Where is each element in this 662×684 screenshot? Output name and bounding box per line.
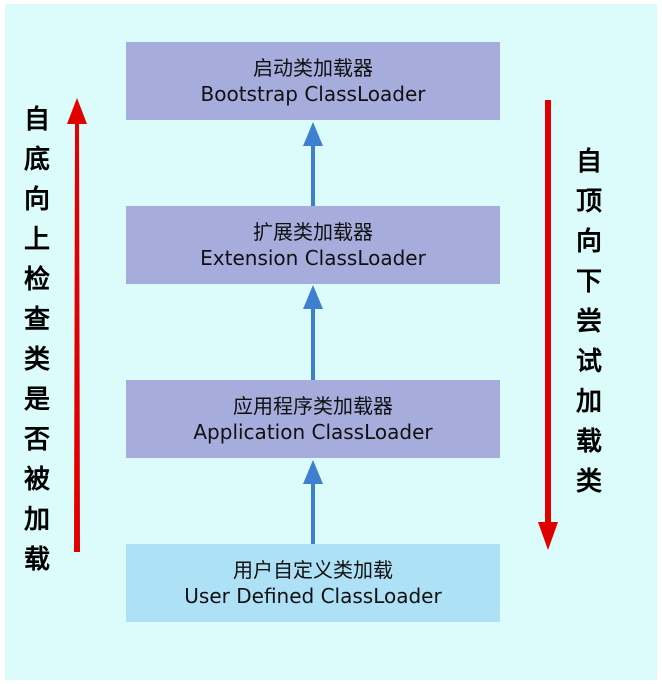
- user-defined-loader-en: User Defined ClassLoader: [184, 584, 442, 608]
- extension-loader-en: Extension ClassLoader: [200, 246, 426, 270]
- top-down-char: 尝: [576, 307, 603, 337]
- top-down-char: 载: [576, 427, 603, 457]
- top-down-char: 下: [576, 267, 603, 297]
- bottom-up-char: 类: [24, 345, 51, 375]
- user-defined-loader-cn: 用户自定义类加载: [233, 558, 393, 582]
- bootstrap-loader-cn: 启动类加载器: [253, 56, 373, 80]
- top-down-label: 自 顶 向 下 尝 试 加 载 类: [576, 142, 602, 502]
- extension-loader-box: 扩展类加载器 Extension ClassLoader: [126, 206, 500, 284]
- bottom-up-char: 被: [24, 465, 51, 495]
- bottom-up-char: 是: [24, 385, 51, 415]
- bottom-up-char: 加: [24, 505, 51, 535]
- extension-loader-cn: 扩展类加载器: [253, 220, 373, 244]
- user-defined-loader-box: 用户自定义类加载 User Defined ClassLoader: [126, 544, 500, 622]
- bottom-up-char: 载: [24, 545, 51, 575]
- application-loader-box: 应用程序类加载器 Application ClassLoader: [126, 380, 500, 458]
- application-loader-cn: 应用程序类加载器: [233, 394, 393, 418]
- application-loader-en: Application ClassLoader: [193, 420, 433, 444]
- top-down-char: 试: [576, 347, 603, 377]
- top-down-char: 向: [576, 227, 603, 257]
- bootstrap-loader-en: Bootstrap ClassLoader: [200, 82, 426, 106]
- top-down-char: 自: [576, 147, 603, 177]
- bottom-up-label: 自 底 向 上 检 查 类 是 否 被 加 载: [24, 100, 50, 580]
- bootstrap-loader-box: 启动类加载器 Bootstrap ClassLoader: [126, 42, 500, 120]
- bottom-up-char: 否: [24, 425, 51, 455]
- bottom-up-char: 自: [24, 105, 51, 135]
- bottom-up-char: 检: [24, 265, 51, 295]
- bottom-up-char: 查: [24, 305, 51, 335]
- top-down-char: 顶: [576, 187, 603, 217]
- bottom-up-char: 向: [24, 185, 51, 215]
- bottom-up-char: 底: [24, 145, 51, 175]
- top-down-char: 加: [576, 387, 603, 417]
- bottom-up-char: 上: [24, 225, 51, 255]
- top-down-char: 类: [576, 467, 603, 497]
